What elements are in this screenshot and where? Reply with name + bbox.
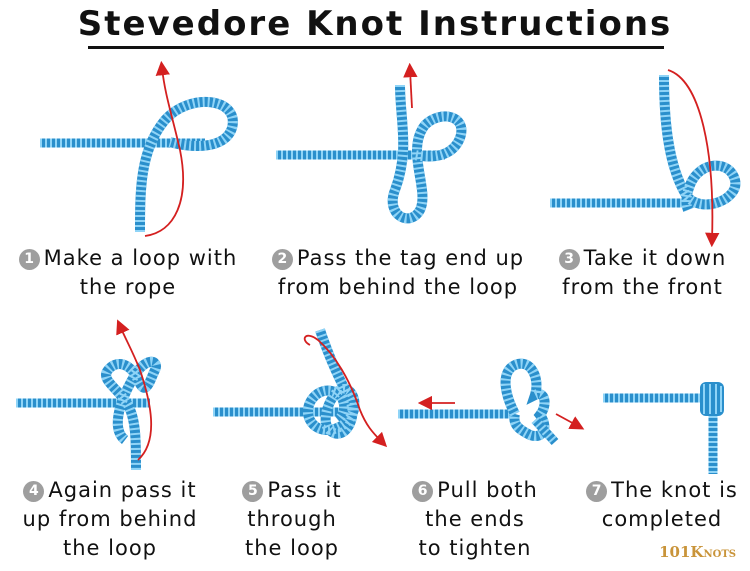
step-number-badge: 7 — [586, 481, 608, 502]
step-1-illustration — [40, 60, 238, 237]
step-5-line-3: the loop — [245, 536, 339, 560]
title-underline — [88, 46, 664, 49]
page-title: Stevedore Knot Instructions — [77, 4, 673, 44]
step-5-illustration — [213, 328, 388, 448]
step-1-line-2: the rope — [79, 275, 177, 299]
step-2-line-2: from behind the loop — [277, 275, 519, 299]
step-4-line-1: Again pass it — [48, 478, 197, 502]
step-5-line-1: Pass it — [267, 478, 342, 502]
step-5-line-2: through — [247, 507, 337, 531]
step-3-line-1: Take it down — [583, 246, 727, 270]
step-4-illustration — [16, 319, 161, 471]
step-number-badge: 5 — [242, 481, 264, 502]
brand-logo-main: 101K — [659, 543, 704, 561]
step-4-line-2: up from behind — [22, 507, 198, 531]
step-2-line-1: Pass the tag end up — [296, 246, 525, 270]
step-4-line-3: the loop — [63, 536, 157, 560]
step-7-illustration — [603, 382, 724, 474]
step-6-line-3: to tighten — [418, 536, 532, 560]
step-number-badge: 4 — [23, 481, 45, 502]
step-6-line-1: Pull both — [437, 478, 538, 502]
step-number-badge: 6 — [412, 481, 434, 502]
step-2-illustration — [276, 62, 467, 224]
step-7-line-1: The knot is — [611, 478, 738, 502]
step-6-illustration — [398, 358, 585, 446]
step-3-line-2: from the front — [562, 275, 723, 299]
step-3-illustration — [550, 69, 741, 248]
step-number-badge: 3 — [558, 249, 580, 270]
step-1-line-1: Make a loop with — [43, 246, 238, 270]
brand-logo: 101KNOTS — [659, 543, 736, 561]
step-number-badge: 1 — [18, 249, 40, 270]
brand-logo-rest: NOTS — [703, 549, 736, 560]
step-7-line-2: completed — [601, 507, 723, 531]
step-number-badge: 2 — [271, 249, 293, 270]
step-6-line-2: the ends — [425, 507, 525, 531]
